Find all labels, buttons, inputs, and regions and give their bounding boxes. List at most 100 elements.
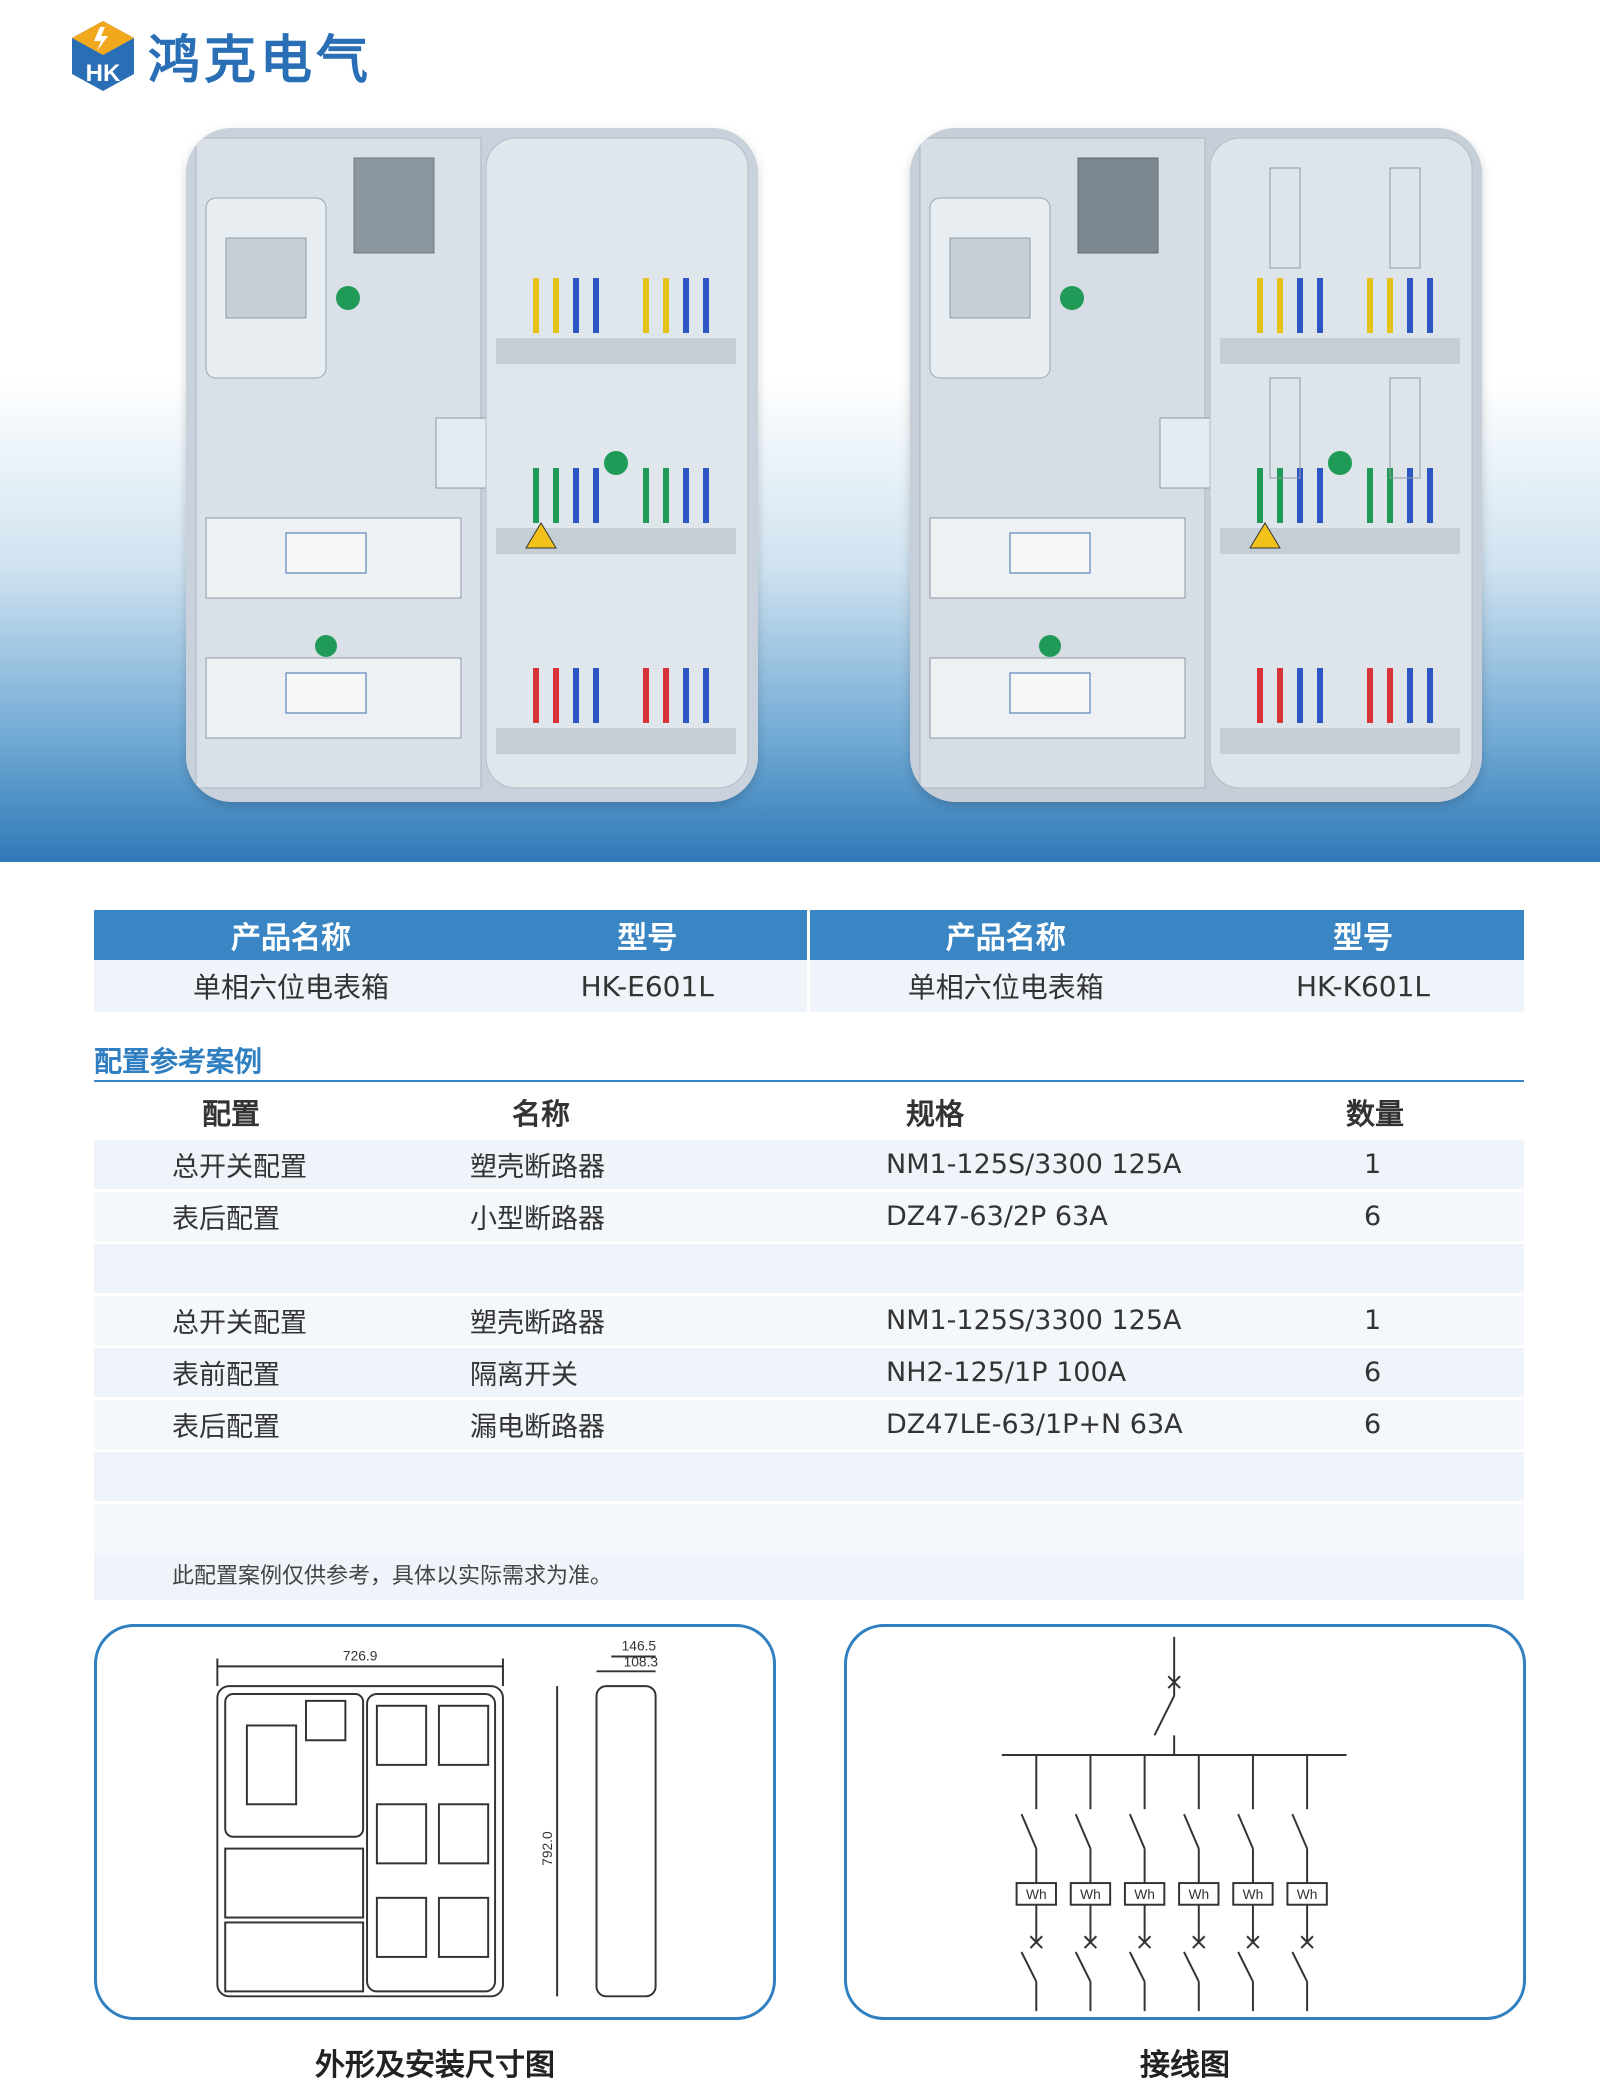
model-cell: HK-K601L — [1202, 960, 1524, 1012]
wire-segment — [1291, 1951, 1309, 1982]
meter-box-illustration — [186, 128, 758, 802]
meter-label: Wh — [1134, 1887, 1155, 1902]
meter-label: Wh — [1080, 1887, 1101, 1902]
wire-segment — [1246, 1935, 1260, 1949]
name-cell: 塑壳断路器 — [470, 1292, 826, 1346]
config-section-title: 配置参考案例 — [94, 1040, 1524, 1082]
spec-cell — [826, 1240, 1326, 1294]
wire-segment — [1128, 1813, 1146, 1849]
product-photo-k601l — [910, 128, 1482, 802]
product-name-cell: 单相六位电表箱 — [94, 960, 488, 1012]
name-cell: 隔离开关 — [470, 1344, 826, 1398]
hk-logo-icon: HK — [72, 20, 134, 91]
quantity-cell: 6 — [1326, 1396, 1524, 1450]
wiring-diagram-panel: Wh Wh Wh Wh Wh Wh — [844, 1624, 1526, 2020]
header-quantity: 数量 — [1326, 1088, 1524, 1138]
wiring-diagram-caption: 接线图 — [1140, 2048, 1230, 2083]
config-cell: 表前配置 — [94, 1344, 470, 1398]
product-table-row: 单相六位电表箱 HK-E601L 单相六位电表箱 HK-K601L — [94, 960, 1524, 1012]
name-cell: 塑壳断路器 — [470, 1136, 826, 1190]
dimension-drawing-caption: 外形及安装尺寸图 — [315, 2048, 555, 2083]
name-cell — [470, 1448, 826, 1502]
spec-cell: NM1-125S/3300 125A — [826, 1136, 1326, 1190]
config-cell — [94, 1240, 470, 1294]
quantity-cell: 6 — [1326, 1188, 1524, 1242]
config-note: 此配置案例仅供参考，具体以实际需求为准。 — [94, 1554, 1524, 1600]
wire-segment — [1074, 1951, 1092, 1982]
config-table-header: 配置 名称 规格 数量 — [94, 1088, 1524, 1138]
name-cell — [470, 1500, 826, 1554]
quantity-cell — [1326, 1500, 1524, 1554]
table-row — [94, 1448, 1524, 1502]
table-row: 表前配置 隔离开关 NH2-125/1P 100A 6 — [94, 1344, 1524, 1398]
header-name: 名称 — [470, 1088, 826, 1138]
config-cell: 总开关配置 — [94, 1136, 470, 1190]
wire-segment — [1020, 1951, 1038, 1982]
table-row: 总开关配置 塑壳断路器 NM1-125S/3300 125A 1 — [94, 1292, 1524, 1346]
wire-segment — [1074, 1813, 1092, 1849]
quantity-cell: 1 — [1326, 1136, 1524, 1190]
wire-segment — [1020, 1813, 1038, 1849]
quantity-cell: 1 — [1326, 1292, 1524, 1346]
config-cell: 表后配置 — [94, 1188, 470, 1242]
name-cell: 小型断路器 — [470, 1188, 826, 1242]
name-cell: 漏电断路器 — [470, 1396, 826, 1450]
header-product-name: 产品名称 — [94, 910, 488, 960]
header-spec: 规格 — [826, 1088, 1326, 1138]
meter-box-illustration — [910, 128, 1482, 802]
table-row: 表后配置 小型断路器 DZ47-63/2P 63A 6 — [94, 1188, 1524, 1242]
wire-segment — [1138, 1935, 1152, 1949]
dim-depth-inner-label: 108.3 — [624, 1654, 659, 1669]
config-cell — [94, 1448, 470, 1502]
product-table-header: 产品名称 型号 产品名称 型号 — [94, 910, 1524, 960]
dim-height-label: 792.0 — [540, 1831, 555, 1866]
config-table: 配置 名称 规格 数量 总开关配置 塑壳断路器 NM1-125S/3300 12… — [94, 1088, 1524, 1554]
wire-segment — [1192, 1935, 1206, 1949]
name-cell — [470, 1240, 826, 1294]
header-model: 型号 — [1202, 910, 1524, 960]
wire-segment — [1300, 1935, 1314, 1949]
wire-segment — [1083, 1935, 1098, 1949]
dimension-drawing: 726.9 792.0 146.5 108.3 — [216, 1639, 659, 1998]
spec-cell: NH2-125/1P 100A — [826, 1344, 1326, 1398]
header-product-name: 产品名称 — [806, 910, 1202, 960]
wire-segment — [1183, 1813, 1200, 1849]
meter-label: Wh — [1297, 1887, 1318, 1902]
dim-depth-outer-label: 146.5 — [622, 1639, 657, 1654]
quantity-cell — [1326, 1448, 1524, 1502]
spec-cell: NM1-125S/3300 125A — [826, 1292, 1326, 1346]
wiring-diagram: Wh Wh Wh Wh Wh Wh — [1001, 1636, 1347, 2012]
dim-width-label: 726.9 — [343, 1648, 377, 1663]
model-cell: HK-E601L — [488, 960, 808, 1012]
wire-segment — [1029, 1935, 1043, 1949]
dimension-drawing-panel: 726.9 792.0 146.5 108.3 — [94, 1624, 776, 2020]
header-config: 配置 — [94, 1088, 470, 1138]
table-row: 总开关配置 塑壳断路器 NM1-125S/3300 125A 1 — [94, 1136, 1524, 1190]
table-row — [94, 1500, 1524, 1554]
wire-segment — [1237, 1951, 1254, 1982]
product-photo-e601l — [186, 128, 758, 802]
spec-cell — [826, 1448, 1326, 1502]
spec-cell — [826, 1500, 1326, 1554]
spec-cell: DZ47LE-63/1P+N 63A — [826, 1396, 1326, 1450]
wire-segment — [1237, 1813, 1254, 1849]
quantity-cell — [1326, 1240, 1524, 1294]
product-table: 产品名称 型号 产品名称 型号 单相六位电表箱 HK-E601L 单相六位电表箱… — [94, 910, 1524, 1012]
brand-name: 鸿克电气 — [148, 31, 373, 91]
meter-label: Wh — [1243, 1887, 1264, 1902]
meter-label: Wh — [1188, 1887, 1209, 1902]
wire-segment — [1291, 1813, 1309, 1849]
wire-segment — [1128, 1951, 1146, 1982]
brand-logo: HK 鸿克电气 — [70, 18, 372, 93]
config-cell: 总开关配置 — [94, 1292, 470, 1346]
spec-cell: DZ47-63/2P 63A — [826, 1188, 1326, 1242]
wire-segment — [1183, 1951, 1200, 1982]
header-model: 型号 — [488, 910, 808, 960]
table-row: 表后配置 漏电断路器 DZ47LE-63/1P+N 63A 6 — [94, 1396, 1524, 1450]
config-cell: 表后配置 — [94, 1396, 470, 1450]
svg-text:HK: HK — [86, 60, 121, 87]
config-cell — [94, 1500, 470, 1554]
table-row — [94, 1240, 1524, 1294]
quantity-cell: 6 — [1326, 1344, 1524, 1398]
product-name-cell: 单相六位电表箱 — [806, 960, 1202, 1012]
